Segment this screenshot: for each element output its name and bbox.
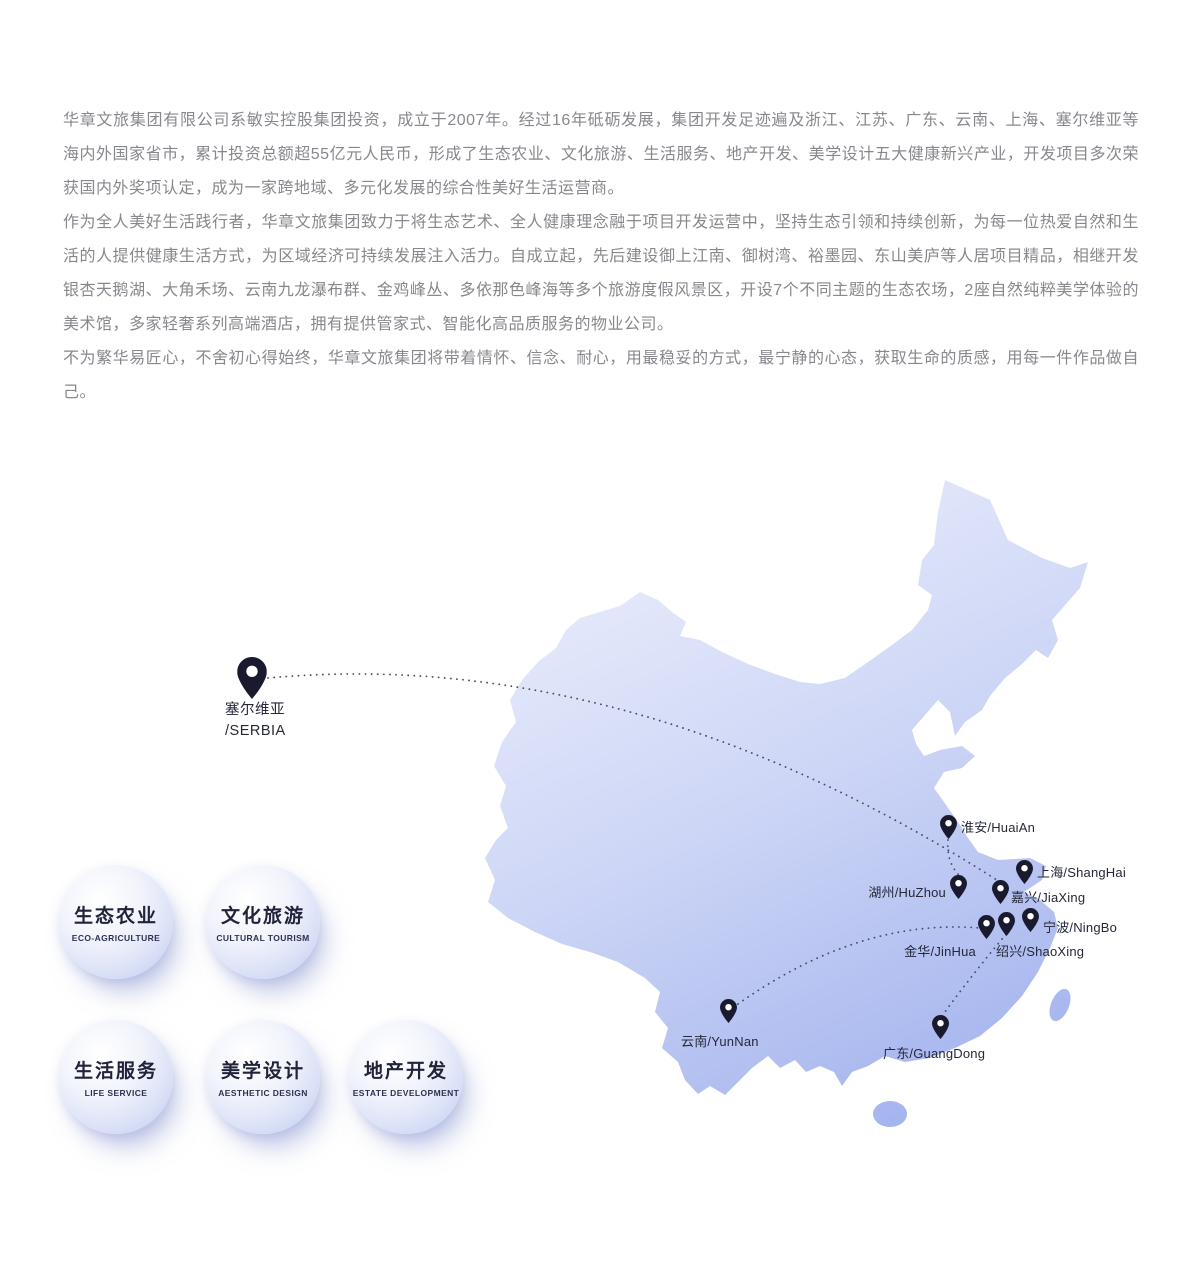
- intro-paragraph-2: 作为全人美好生活践行者，华章文旅集团致力于将生态艺术、全人健康理念融于项目开发运…: [63, 214, 1139, 333]
- map-pin-jiaxing: [992, 880, 1009, 904]
- map-pin-label-huaian: 淮安/HuaiAn: [961, 820, 1036, 835]
- industry-badge-eco-agriculture: 生态农业 ECO-AGRICULTURE: [59, 865, 173, 979]
- industry-en-label: ESTATE DEVELOPMENT: [352, 1088, 460, 1098]
- map-pin-shaoxing: [998, 912, 1015, 936]
- map-pin-label-jinhua: 金华/JinHua: [904, 944, 976, 959]
- route-guangdong-to-cluster: [941, 931, 1009, 1017]
- industry-zh-label: 文化旅游: [220, 906, 305, 927]
- map-pin-guangdong: [932, 1015, 949, 1039]
- intro-paragraph-3: 不为繁华易匠心，不舍初心得始终，华章文旅集团将带着情怀、信念、耐心，用最稳妥的方…: [63, 350, 1139, 401]
- industry-badge-aesthetic-design: 美学设计 AESTHETIC DESIGN: [206, 1020, 320, 1134]
- industry-zh-label: 地产开发: [363, 1061, 448, 1082]
- industry-en-label: LIFE SERVICE: [84, 1088, 148, 1098]
- serbia-label-zh: 塞尔维亚: [225, 702, 285, 718]
- intro-section: 华章文旅集团有限公司系敏实控股集团投资，成立于2007年。经过16年砥砺发展，集…: [63, 104, 1139, 410]
- map-pin-serbia: [237, 657, 267, 699]
- map-pin-yunnan: [720, 999, 737, 1023]
- map-pin-label-shanghai: 上海/ShangHai: [1037, 865, 1126, 880]
- industry-en-label: CULTURAL TOURISM: [216, 933, 310, 943]
- china-mainland-shape: [485, 480, 1088, 1095]
- map-pin-label-shaoxing: 绍兴/ShaoXing: [996, 944, 1085, 959]
- industry-badge-cultural-tourism: 文化旅游 CULTURAL TOURISM: [206, 865, 320, 979]
- map-pin-label-guangdong: 广东/GuangDong: [883, 1046, 986, 1061]
- map-pin-shanghai: [1016, 860, 1033, 884]
- map-pin-huaian: [940, 815, 957, 839]
- industry-zh-label: 生活服务: [73, 1061, 158, 1082]
- map-pin-label-yunnan: 云南/YunNan: [681, 1034, 759, 1049]
- map-pin-label-serbia: 塞尔维亚 /SERBIA: [225, 700, 286, 742]
- serbia-label-en: /SERBIA: [225, 723, 286, 739]
- industry-zh-label: 美学设计: [220, 1061, 305, 1082]
- industry-en-label: AESTHETIC DESIGN: [218, 1088, 308, 1098]
- map-pin-huzhou: [950, 875, 967, 899]
- industry-badge-life-service: 生活服务 LIFE SERVICE: [59, 1020, 173, 1134]
- map-pin-ningbo: [1022, 908, 1039, 932]
- map-pin-jinhua: [978, 915, 995, 939]
- map-pin-label-huzhou: 湖州/HuZhou: [868, 885, 946, 900]
- route-serbia-to-cluster: [267, 673, 1001, 883]
- route-yunnan-to-cluster: [737, 926, 981, 1005]
- map-pin-label-jiaxing: 嘉兴/JiaXing: [1011, 890, 1086, 905]
- hainan-island-shape: [873, 1101, 907, 1127]
- industry-en-label: ECO-AGRICULTURE: [71, 933, 161, 943]
- intro-paragraph-1: 华章文旅集团有限公司系敏实控股集团投资，成立于2007年。经过16年砥砺发展，集…: [63, 112, 1139, 197]
- industry-zh-label: 生态农业: [73, 906, 158, 927]
- taiwan-island-shape: [1049, 988, 1071, 1022]
- map-pin-label-ningbo: 宁波/NingBo: [1043, 920, 1118, 935]
- industry-badge-estate-development: 地产开发 ESTATE DEVELOPMENT: [349, 1020, 463, 1134]
